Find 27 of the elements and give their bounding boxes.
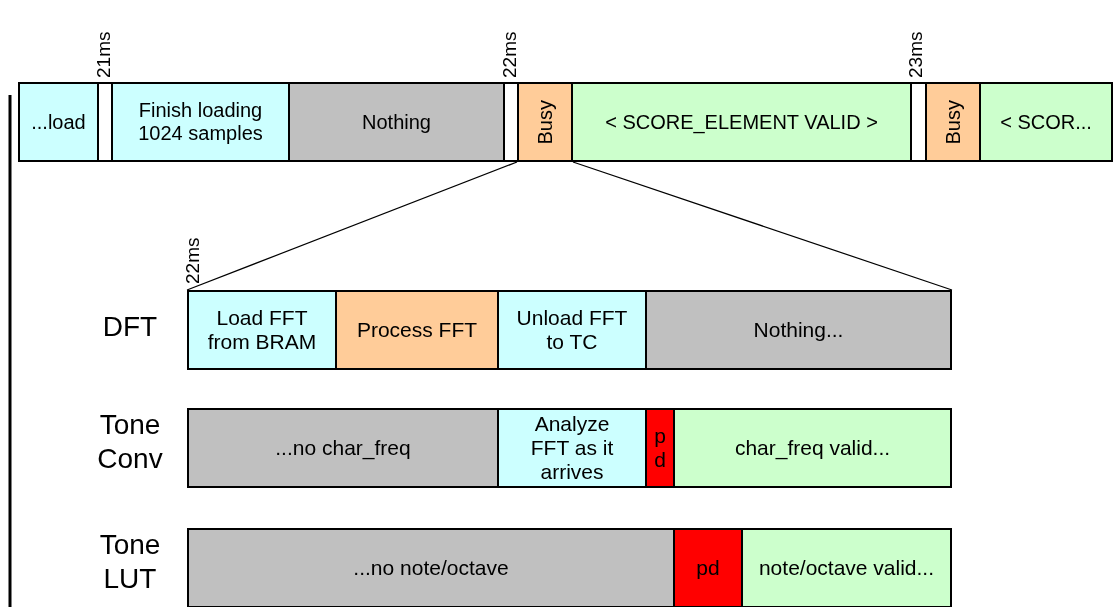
timing-segment: Nothing... [645, 290, 952, 370]
timing-segment: Load FFT from BRAM [187, 290, 337, 370]
timing-segment: Unload FFT to TC [497, 290, 647, 370]
time-marker: 21ms [93, 31, 115, 78]
zoom-line [572, 161, 953, 291]
timing-segment: Process FFT [335, 290, 499, 370]
timing-segment: Nothing [288, 82, 505, 162]
timing-segment: Analyze FFT as it arrives [497, 408, 647, 488]
timing-segment: ...no note/octave [187, 528, 675, 607]
row-label: DFT [101, 310, 159, 344]
timing-segment: note/octave valid... [741, 528, 952, 607]
timing-segment: Busy [517, 82, 573, 162]
timing-segment: ...load [18, 82, 99, 162]
timing-segment: char_freq valid... [673, 408, 952, 488]
zoom-line [186, 161, 518, 291]
timing-segment: Finish loading 1024 samples [111, 82, 290, 162]
row-label: Tone Conv [96, 408, 164, 476]
timing-segment: < SCORE_ELEMENT VALID > [571, 82, 912, 162]
time-marker: 22ms [499, 31, 521, 78]
time-marker: 23ms [905, 31, 927, 78]
timing-segment: pd [673, 528, 743, 607]
time-marker: 22ms [182, 237, 204, 284]
timing-segment: < SCOR... [979, 82, 1113, 162]
timing-segment: Busy [925, 82, 981, 162]
timing-segment: ...no char_freq [187, 408, 499, 488]
row-label: Tone LUT [98, 528, 162, 596]
timing-segment: pd [645, 408, 675, 488]
